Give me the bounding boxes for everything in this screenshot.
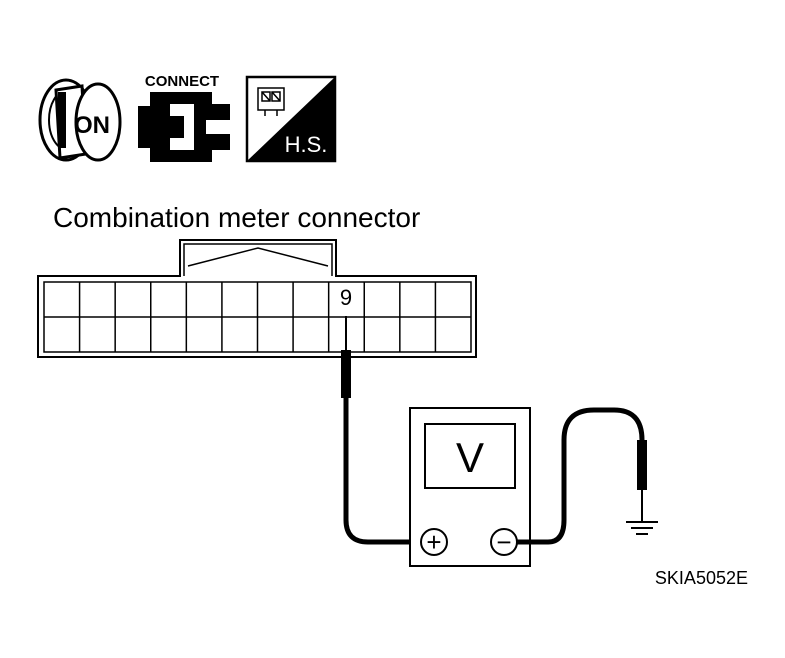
- harness-side-label: H.S.: [285, 132, 328, 157]
- ignition-on-label: ON: [74, 112, 110, 139]
- positive-terminal-symbol: +: [426, 527, 441, 557]
- positive-lead-wire: [343, 398, 420, 545]
- connector-cavity-grid: [44, 282, 471, 352]
- voltmeter: V + −: [409, 407, 531, 567]
- connector-glyph-icon: [257, 87, 285, 116]
- negative-terminal-symbol: −: [496, 527, 511, 557]
- ground-icon: [626, 521, 658, 535]
- terminal-9-label: 9: [340, 285, 352, 310]
- connect-label: CONNECT: [145, 73, 219, 90]
- connector-title: Combination meter connector: [53, 202, 420, 233]
- figure-id: SKIA5052E: [655, 568, 748, 588]
- negative-lead-wire: [517, 407, 645, 545]
- negative-probe: [517, 407, 647, 545]
- harness-side-icon: H.S.: [245, 75, 337, 163]
- ignition-on-icon: ON: [38, 78, 122, 162]
- voltmeter-display: [424, 423, 516, 489]
- combination-meter-connector: 9: [37, 239, 477, 358]
- positive-terminal: [420, 528, 448, 556]
- connect-icon: CONNECT: [138, 73, 230, 162]
- voltmeter-unit: V: [456, 434, 484, 481]
- positive-probe: [341, 316, 420, 545]
